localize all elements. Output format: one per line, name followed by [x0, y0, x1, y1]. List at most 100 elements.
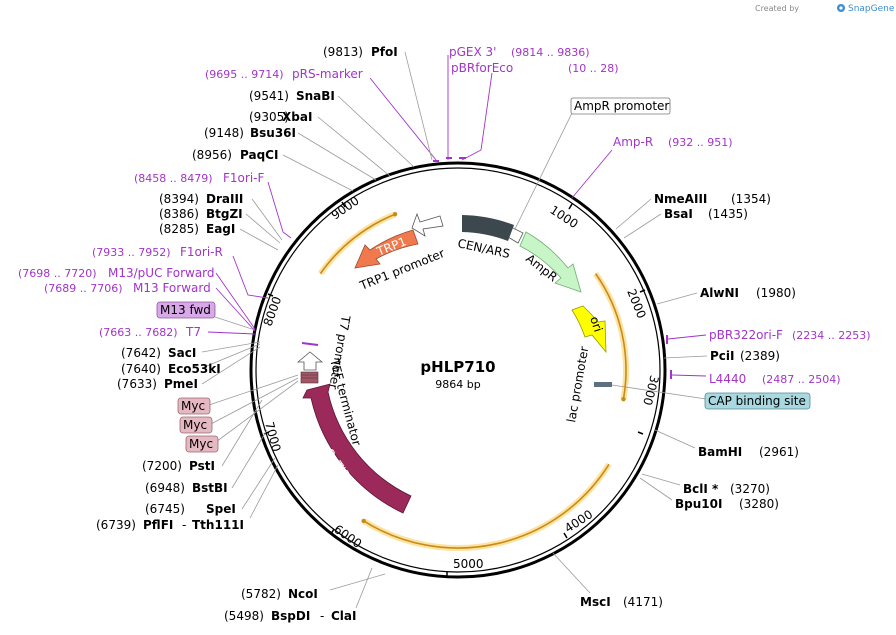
primer-m13-fwd[interactable]: M13 Forward	[133, 281, 211, 295]
enzyme-msci[interactable]: MscI	[580, 595, 611, 609]
enzyme-pflfi-pos: (6739)	[96, 518, 136, 532]
primer-t7[interactable]: T7	[185, 325, 201, 339]
enzyme-eco53ki-pos: (7640)	[121, 362, 161, 376]
cap-site-feature[interactable]	[594, 382, 612, 387]
enzyme-psti[interactable]: PstI	[189, 459, 215, 473]
tick-1000	[568, 203, 573, 210]
enzyme-bamhi[interactable]: BamHI	[698, 445, 742, 459]
myc-box-1-label: Myc	[181, 399, 205, 413]
enzyme-msci-pos: (4171)	[623, 595, 663, 609]
enzyme-psti-pos: (7200)	[142, 459, 182, 473]
primer-amp-r-pos: (932 .. 951)	[668, 136, 733, 149]
brand-prefix: Created by	[755, 4, 799, 13]
tick-label-3000: 3000	[640, 374, 661, 407]
enzyme-bpu10i-pos: (3280)	[739, 497, 779, 511]
ampr-feature[interactable]	[519, 231, 582, 293]
primer-m13puc-fwd[interactable]: M13/pUC Forward	[108, 266, 215, 280]
enzyme-bpu10i[interactable]: Bpu10I	[675, 497, 722, 511]
primer-f1ori-r-pos: (7933 .. 7952)	[92, 246, 171, 259]
lac-promoter-label: lac promoter	[564, 345, 591, 423]
enzyme-ncoi-pos: (5782)	[241, 587, 281, 601]
trp1-feature[interactable]	[354, 229, 419, 269]
myc-box-2-label: Myc	[183, 418, 207, 432]
tick-9000	[341, 201, 346, 208]
enzyme-spei[interactable]: SpeI	[206, 502, 236, 516]
myc-box-1[interactable]	[177, 397, 211, 415]
enzyme-alwni[interactable]: AlwNI	[700, 286, 739, 300]
ampr-promoter-box[interactable]	[570, 97, 671, 115]
t7-promoter-feature[interactable]	[296, 351, 324, 371]
primers: pGEX 3' (9814 .. 9836) pBRforEco (10 .. …	[18, 45, 871, 386]
cap-binding-site-box[interactable]	[704, 392, 811, 410]
enzyme-bstbi[interactable]: BstBI	[192, 481, 228, 495]
enzyme-bsu36i[interactable]: Bsu36I	[250, 126, 296, 140]
enzyme-ncoi[interactable]: NcoI	[288, 587, 318, 601]
cen-ars-feature[interactable]	[462, 215, 514, 241]
enzyme-bamhi-pos: (2961)	[759, 445, 799, 459]
snapgene-logo-icon	[837, 4, 845, 12]
primer-l4440-pos: (2487 .. 2504)	[762, 373, 841, 386]
m13-fwd-box[interactable]	[156, 301, 216, 319]
enzyme-draiii-pos: (8394)	[159, 192, 199, 206]
tick-4000	[563, 532, 568, 539]
primer-prs-marker[interactable]: pRS-marker	[292, 67, 363, 81]
primer-pbr322ori-f[interactable]: pBR322ori-F	[709, 328, 783, 342]
enzyme-xbai-pos: (9305)	[249, 110, 289, 124]
enzyme-snabi[interactable]: SnaBI	[296, 89, 335, 103]
enzyme-pmei-pos: (7633)	[117, 377, 157, 391]
enzyme-pfoi[interactable]: PfoI	[371, 45, 398, 59]
enzyme-clai[interactable]: ClaI	[331, 609, 356, 623]
enzyme-pcii[interactable]: PciI	[710, 349, 735, 363]
plasmid-length: 9864 bp	[435, 378, 480, 391]
tick-label-5000: 5000	[453, 557, 484, 571]
enzyme-saci[interactable]: SacI	[168, 346, 196, 360]
tick-2000	[639, 289, 646, 293]
primer-f1ori-f[interactable]: F1ori-F	[223, 171, 264, 185]
trp1-promoter-feature[interactable]	[411, 212, 444, 237]
primer-l4440[interactable]: L4440	[709, 372, 746, 386]
primer-pbrforeco-pos: (10 .. 28)	[568, 62, 619, 75]
cen-ars-label: CEN/ARS	[456, 236, 511, 261]
enzyme-pcii-pos: (2389)	[740, 349, 780, 363]
enzyme-eco53ki[interactable]: Eco53kI	[168, 362, 221, 376]
ori-feature[interactable]	[571, 305, 607, 354]
enzyme-bcli[interactable]: BclI *	[683, 482, 719, 496]
enzyme-xbai[interactable]: XbaI	[282, 110, 312, 124]
tick-8000	[267, 293, 274, 297]
enzyme-tth111i[interactable]: Tth111I	[192, 518, 244, 532]
m13-fwd-box-label: M13 fwd	[160, 303, 211, 317]
enzyme-bsai[interactable]: BsaI	[664, 207, 693, 221]
enzyme-draiii[interactable]: DraIII	[206, 192, 243, 206]
primer-f1ori-r[interactable]: F1ori-R	[180, 245, 223, 259]
enzyme-eagi[interactable]: EagI	[206, 222, 235, 236]
enzyme-alwni-pos: (1980)	[756, 286, 796, 300]
backbone	[249, 161, 667, 579]
backbone-direction-arc	[594, 273, 627, 400]
primer-amp-r[interactable]: Amp-R	[613, 135, 653, 149]
myc-box-3[interactable]	[185, 435, 219, 453]
enzyme-spei-pos: (6745)	[145, 502, 185, 516]
ampr-direction-arc-head	[392, 212, 398, 217]
tick-3000	[637, 431, 644, 435]
ostir1-direction-arc-head	[361, 518, 366, 524]
enzyme-pmei[interactable]: PmeI	[164, 377, 198, 391]
enzyme-pflfi[interactable]: PflFI	[143, 518, 173, 532]
primer-pbr322ori-f-pos: (2234 .. 2253)	[792, 329, 871, 342]
enzyme-saci-pos: (7642)	[121, 346, 161, 360]
primer-pgex3[interactable]: pGEX 3'	[449, 45, 496, 59]
enzyme-paqci-pos: (8956)	[192, 148, 232, 162]
primer-pbrforeco[interactable]: pBRforEco	[451, 61, 513, 75]
enzyme-paqci[interactable]: PaqCI	[240, 148, 278, 162]
enzyme-dash-2: -	[320, 609, 324, 623]
enzyme-dash-1: -	[182, 518, 186, 532]
enzyme-nmeaiii[interactable]: NmeAIII	[654, 192, 707, 206]
tef-terminator-feature[interactable]	[300, 371, 319, 384]
primer-m13puc-fwd-pos: (7698 .. 7720)	[18, 267, 97, 280]
enzyme-btgzi[interactable]: BtgZI	[206, 207, 243, 221]
ampr-promoter-box-label: AmpR promoter	[574, 99, 669, 113]
enzyme-bspdi-pos: (5498)	[224, 609, 264, 623]
ostir1-feature[interactable]	[302, 383, 412, 514]
myc-box-2[interactable]	[179, 416, 213, 434]
enzyme-bspdi[interactable]: BspDI	[271, 609, 310, 623]
